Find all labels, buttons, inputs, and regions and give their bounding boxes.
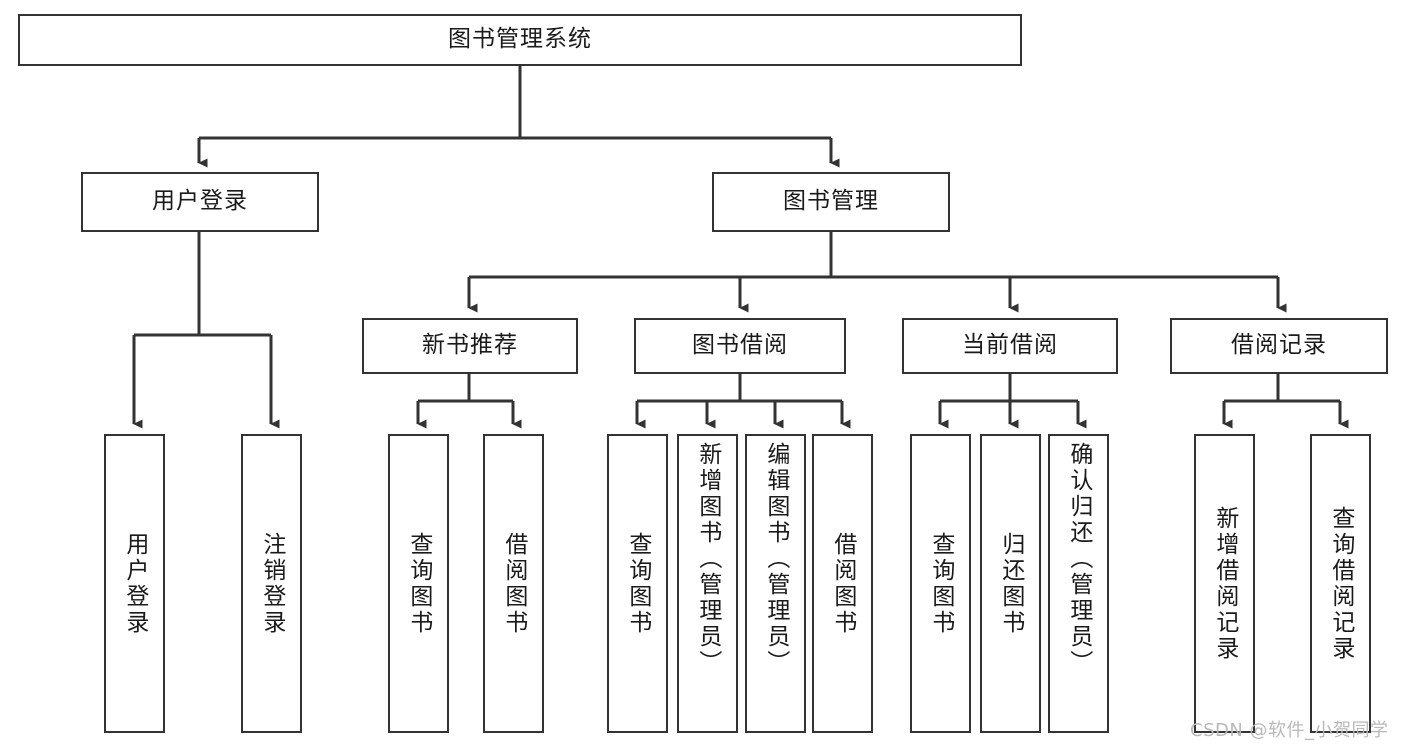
node-label: 注销登录 [258,531,285,636]
node-label: 查询图书 [927,531,954,636]
node-borrow-records[interactable]: 借阅记录 [1170,318,1388,374]
node-book-borrow[interactable]: 图书借阅 [634,318,846,374]
node-label: 查询图书 [405,531,432,636]
leaf-user-login[interactable]: 用户登录 [104,434,165,733]
leaf-borrow-book[interactable]: 借阅图书 [812,434,873,733]
leaf-query-book-borrow[interactable]: 查询图书 [607,434,668,733]
node-label: 查询图书 [624,531,651,636]
node-label: 图书管理系统 [448,26,592,53]
node-label: 确认归还（管理员） [1065,442,1092,676]
leaf-add-book-admin[interactable]: 新增图书（管理员） [677,434,738,733]
node-label: 用户登录 [121,531,148,636]
node-label: 新书推荐 [422,332,518,359]
csdn-watermark: CSDN @软件_小贺同学 [1190,720,1389,741]
node-label: 借阅记录 [1231,332,1327,359]
leaf-return-book[interactable]: 归还图书 [980,434,1041,733]
node-label: 图书借阅 [692,332,788,359]
leaf-edit-book-admin[interactable]: 编辑图书（管理员） [745,434,806,733]
node-label: 编辑图书（管理员） [762,442,789,676]
node-label: 借阅图书 [500,531,527,636]
node-root-book-management-system[interactable]: 图书管理系统 [18,14,1022,66]
leaf-query-book-current[interactable]: 查询图书 [910,434,971,733]
node-current-borrow[interactable]: 当前借阅 [902,318,1118,374]
node-label: 新增图书（管理员） [694,442,721,676]
node-label: 图书管理 [783,188,879,215]
node-label: 用户登录 [152,188,248,215]
node-label: 查询借阅记录 [1327,505,1354,662]
leaf-confirm-return-admin[interactable]: 确认归还（管理员） [1048,434,1109,733]
leaf-query-book-recommend[interactable]: 查询图书 [388,434,449,733]
node-label: 新增借阅记录 [1211,505,1238,662]
node-new-book-recommend[interactable]: 新书推荐 [362,318,578,374]
leaf-logout[interactable]: 注销登录 [241,434,302,733]
node-label: 借阅图书 [829,531,856,636]
leaf-borrow-book-recommend[interactable]: 借阅图书 [483,434,544,733]
node-user-login[interactable]: 用户登录 [81,172,319,232]
node-label: 当前借阅 [962,332,1058,359]
node-label: 归还图书 [997,531,1024,636]
leaf-query-borrow-record[interactable]: 查询借阅记录 [1310,434,1371,733]
leaf-add-borrow-record[interactable]: 新增借阅记录 [1194,434,1255,733]
node-book-management[interactable]: 图书管理 [712,172,950,232]
